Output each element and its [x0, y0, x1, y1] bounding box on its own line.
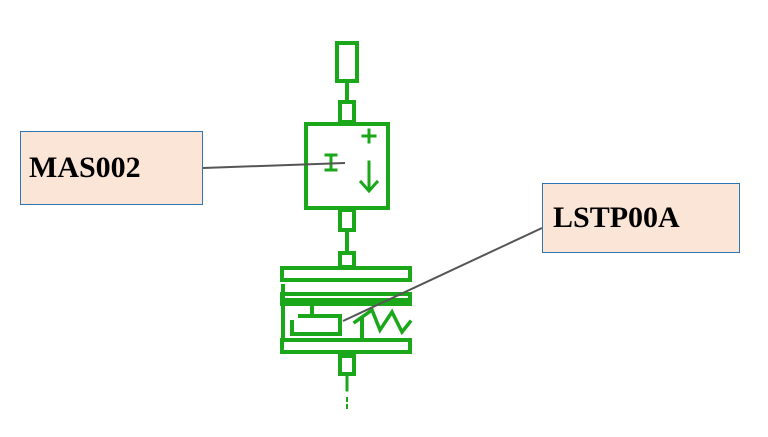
mass-component[interactable]: [304, 122, 390, 210]
spring-stop-callout-label: LSTP00A: [553, 201, 680, 234]
mass-callout-label: MAS002: [29, 151, 141, 184]
top-port: [335, 41, 359, 83]
spring-stop-leader-line: [342, 227, 543, 322]
mass-top-port: [338, 100, 356, 124]
mass-leader-line: [202, 162, 346, 169]
mass-bottom-port: [338, 208, 356, 232]
spring-stop-component[interactable]: [280, 251, 413, 376]
spring-stop-callout: LSTP00A: [542, 183, 740, 253]
mass-callout: MAS002: [20, 131, 203, 205]
